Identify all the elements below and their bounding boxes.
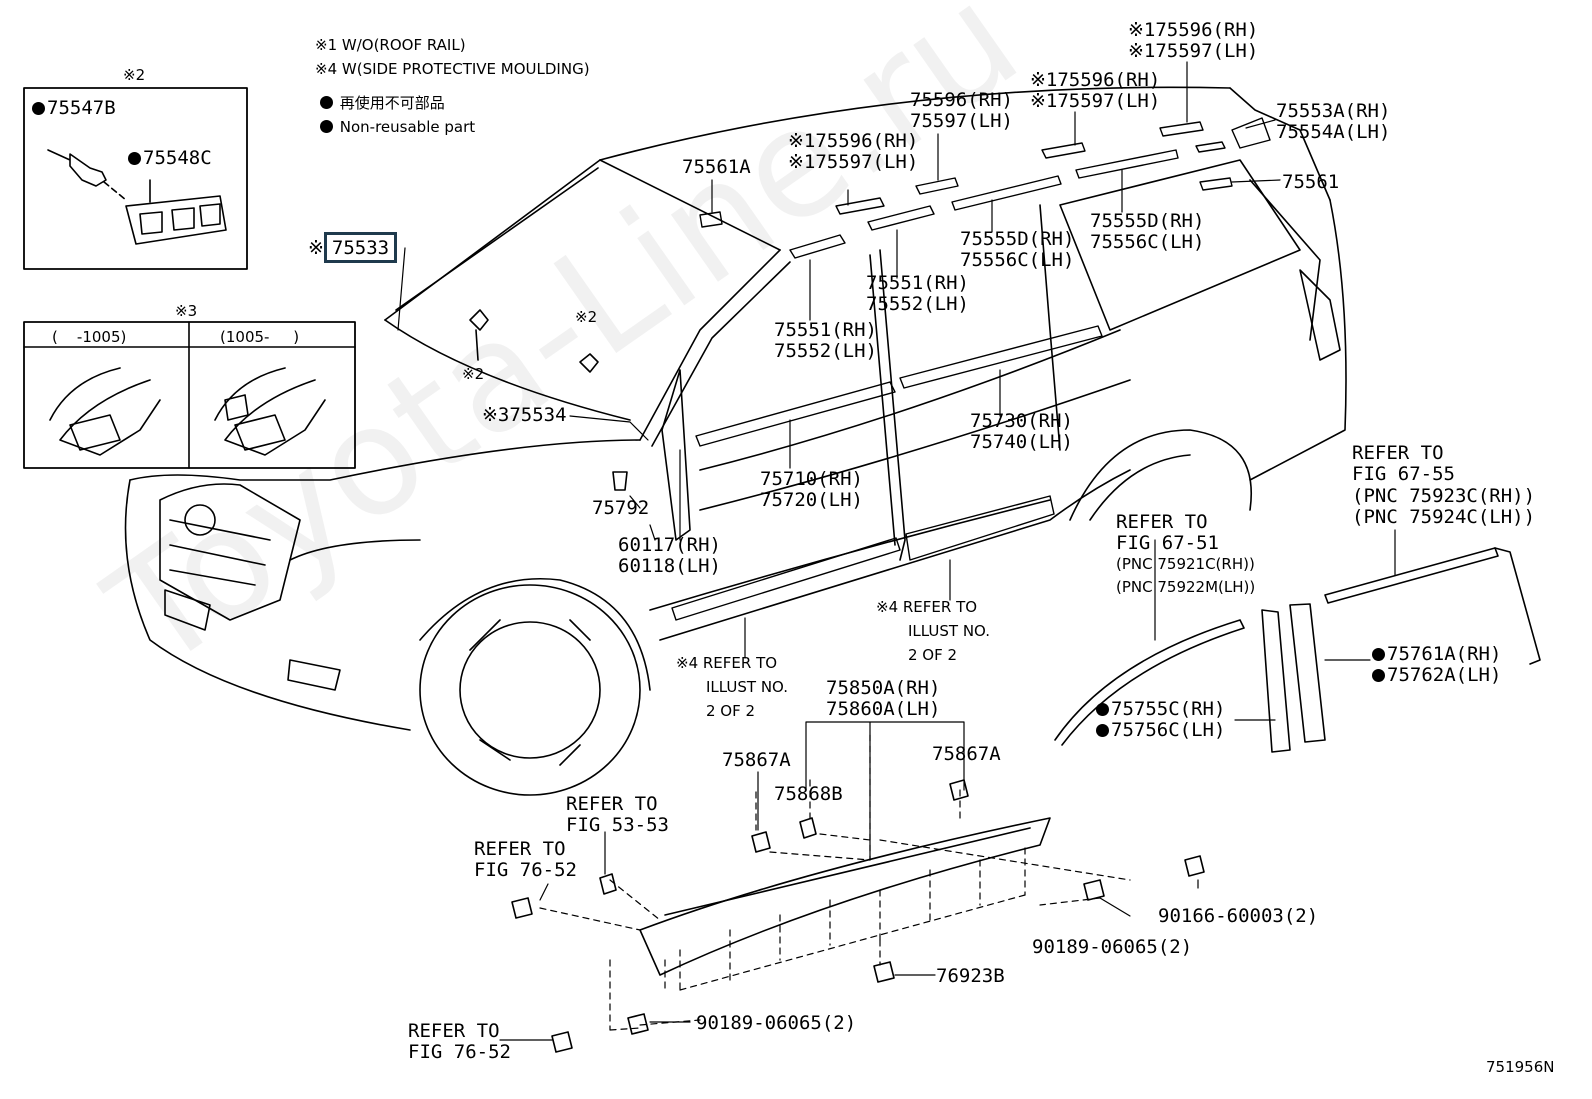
nonreusable-dot-icon	[128, 152, 141, 165]
note-en-text: Non-reusable part	[339, 118, 476, 136]
part-75552-a: 75552(LH)	[866, 293, 969, 315]
part-75597-d: ※175597(LH)	[1128, 40, 1259, 62]
part-75553A: 75553A(RH)	[1276, 100, 1391, 122]
refer-illust-a-1: ※4 REFER TO	[676, 654, 778, 672]
refer-53-53-2: FIG 53-53	[566, 814, 669, 836]
part-75555D-a: 75555D(RH)	[1090, 210, 1205, 232]
nonreusable-dot-icon	[1372, 648, 1385, 661]
part-75755C-text: 75755C(RH)	[1111, 698, 1226, 720]
nonreusable-dot-icon	[32, 102, 45, 115]
part-75756C: 75756C(LH)	[1096, 720, 1225, 741]
part-75597-c: ※175597(LH)	[1030, 90, 1161, 112]
part-76923B: 76923B	[936, 965, 1005, 987]
bullet-icon	[320, 96, 333, 109]
refer-illust-a-3: 2 OF 2	[706, 702, 756, 720]
note-side-moulding: ※4 W(SIDE PROTECTIVE MOULDING)	[315, 60, 590, 78]
part-75850A: 75850A(RH)	[826, 677, 941, 699]
refer-illust-b-1: ※4 REFER TO	[876, 598, 978, 616]
part-75867A-a: 75867A	[722, 749, 791, 771]
inset-mark-2: ※2	[123, 66, 146, 84]
part-75762A-text: 75762A(LH)	[1387, 664, 1502, 686]
refer-76-52-a-1: REFER TO	[474, 838, 566, 860]
refer-illust-a-2: ILLUST NO.	[706, 678, 789, 696]
inset-col1: ( -1005)	[52, 328, 127, 346]
part-75547B: 75547B	[32, 98, 116, 119]
refer-illust-b-3: 2 OF 2	[908, 646, 958, 664]
part-75762A: 75762A(LH)	[1372, 665, 1501, 686]
part-75868B: 75868B	[774, 783, 843, 805]
nonreusable-dot-icon	[1096, 703, 1109, 716]
refer-67-51-1: REFER TO	[1116, 511, 1208, 533]
part-75533-prefix: ※	[308, 237, 324, 259]
part-75551-b: 75551(RH)	[774, 319, 877, 341]
refer-76-52-b-1: REFER TO	[408, 1020, 500, 1042]
figure-number: 751956N	[1486, 1058, 1555, 1076]
part-75561A: 75561A	[682, 156, 751, 178]
part-75761A-text: 75761A(RH)	[1387, 643, 1502, 665]
refer-illust-b-2: ILLUST NO.	[908, 622, 991, 640]
part-90189-06065-b: 90189-06065(2)	[696, 1012, 857, 1034]
part-75756C-text: 75756C(LH)	[1111, 719, 1226, 741]
inset-mark-3: ※3	[175, 302, 198, 320]
part-75555D-b: 75555D(RH)	[960, 228, 1075, 250]
part-75552-b: 75552(LH)	[774, 340, 877, 362]
part-75533: ※75533	[308, 232, 398, 263]
refer-67-55-2: FIG 67-55	[1352, 463, 1455, 485]
part-75597-b: 75597(LH)	[910, 110, 1013, 132]
mark-2-a: ※2	[462, 365, 485, 383]
note-roof-rail: ※1 W/O(ROOF RAIL)	[315, 36, 466, 54]
inset-col2: (1005- )	[220, 328, 300, 346]
part-75761A: 75761A(RH)	[1372, 644, 1501, 665]
part-75596-d: ※175596(RH)	[1128, 19, 1259, 41]
nonreusable-dot-icon	[1096, 724, 1109, 737]
part-90189-06065-a: 90189-06065(2)	[1032, 936, 1193, 958]
note-nonreusable-jp: 再使用不可部品	[320, 94, 445, 112]
nonreusable-dot-icon	[1372, 669, 1385, 682]
refer-76-52-a-2: FIG 76-52	[474, 859, 577, 881]
part-75596-c: ※175596(RH)	[1030, 69, 1161, 91]
part-75740: 75740(LH)	[970, 431, 1073, 453]
part-75561: 75561	[1282, 171, 1340, 193]
part-75596-b: 75596(RH)	[910, 89, 1013, 111]
part-75755C: 75755C(RH)	[1096, 699, 1225, 720]
part-75554A: 75554A(LH)	[1276, 121, 1391, 143]
part-75556C-a: 75556C(LH)	[1090, 231, 1205, 253]
part-75551-a: 75551(RH)	[866, 272, 969, 294]
refer-67-55-4: (PNC 75924C(LH))	[1352, 506, 1536, 528]
bullet-icon	[320, 120, 333, 133]
part-60117: 60117(RH)	[618, 534, 721, 556]
refer-67-51-3: (PNC 75921C(RH))	[1116, 555, 1255, 573]
part-60118: 60118(LH)	[618, 555, 721, 577]
part-75596-a: ※175596(RH)	[788, 130, 919, 152]
refer-76-52-b-2: FIG 76-52	[408, 1041, 511, 1063]
part-75556C-b: 75556C(LH)	[960, 249, 1075, 271]
refer-67-55-3: (PNC 75923C(RH))	[1352, 485, 1536, 507]
part-75730: 75730(RH)	[970, 410, 1073, 432]
part-75548C-text: 75548C	[143, 147, 212, 169]
refer-67-51-2: FIG 67-51	[1116, 532, 1219, 554]
part-75547B-text: 75547B	[47, 97, 116, 119]
part-75710: 75710(RH)	[760, 468, 863, 490]
part-75533-highlight: 75533	[323, 232, 398, 263]
part-75548C: 75548C	[128, 148, 212, 169]
part-75597-a: ※175597(LH)	[788, 151, 919, 173]
note-jp-text: 再使用不可部品	[339, 94, 445, 112]
refer-67-51-4: (PNC 75922M(LH))	[1116, 578, 1256, 596]
refer-67-55-1: REFER TO	[1352, 442, 1444, 464]
refer-53-53-1: REFER TO	[566, 793, 658, 815]
part-75534: ※375534	[482, 404, 567, 426]
part-75867A-b: 75867A	[932, 743, 1001, 765]
part-75860A: 75860A(LH)	[826, 698, 941, 720]
part-75792: 75792	[592, 497, 650, 519]
part-75720: 75720(LH)	[760, 489, 863, 511]
note-nonreusable-en: Non-reusable part	[320, 118, 475, 136]
mark-2-b: ※2	[575, 308, 598, 326]
part-90166-60003: 90166-60003(2)	[1158, 905, 1319, 927]
inset-box-fastener	[23, 87, 248, 270]
